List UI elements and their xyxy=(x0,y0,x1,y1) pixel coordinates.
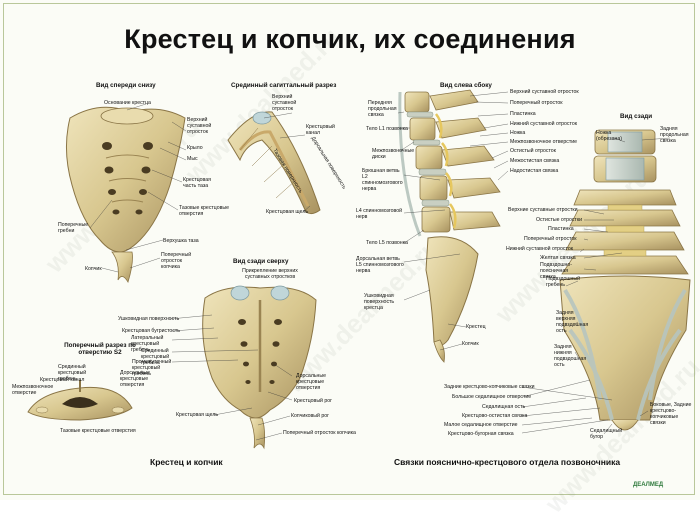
back-label-tuberosity: Крестцовая бугристость xyxy=(122,328,180,334)
rear-label-ischial-tub: Седалищный бугор xyxy=(590,428,623,440)
left-label-lamina: Пластинка xyxy=(510,111,536,117)
rear-label-ischial-spine: Седалищная ость xyxy=(482,404,526,410)
poster-title: Крестец и копчик, их соединения xyxy=(124,24,576,54)
label-apex: Верхушка таза xyxy=(163,238,199,244)
rear-label-lesser-sciatic: Малое седалищное отверстие xyxy=(444,422,518,428)
sacrum-front-illustration xyxy=(65,106,186,283)
label-base: Основание крестца xyxy=(104,100,151,106)
rear-label-yellow: Желтая связка xyxy=(540,255,576,261)
left-view-heading: Вид слева сбоку xyxy=(440,82,492,89)
label-coccyx: Копчик xyxy=(85,266,102,272)
rear-label-iliac-crest: Подвздошный гребень xyxy=(546,276,581,288)
left-label-coccyx: Копчик xyxy=(462,341,479,347)
back-label-intermediate-crest: Промежуточный крестцовый гребень xyxy=(132,359,172,377)
rear-label-post-sacrococcygeal: Задние крестцово-копчиковые связки xyxy=(444,384,535,390)
back-label-coccyx-process: Поперечный отросток копчика xyxy=(283,430,356,436)
rear-label-post-lig: Задняя продольная связка xyxy=(660,126,689,144)
left-label-spinous: Остистый отросток xyxy=(510,148,556,154)
left-label-ant-lig: Передняя продольная связка xyxy=(368,100,397,118)
left-label-inf-process: Нижний суставной отросток xyxy=(510,121,577,127)
cross-label-canal: Крестцовый канал xyxy=(40,377,85,383)
footer-right: Связки пояснично-крестцового отдела позв… xyxy=(394,457,621,467)
left-label-sacrum: Крестец xyxy=(466,324,486,330)
sagittal-section-illustration xyxy=(227,111,321,215)
label-pelvic-part: Крестцовая часть таза xyxy=(183,177,211,189)
leader-lines xyxy=(89,91,671,441)
rear-label-inf-joint: Нижний суставной отросток xyxy=(506,246,573,252)
left-label-discs: Межпозвоночные диски xyxy=(372,148,415,160)
left-label-interspinous: Межостистая связка xyxy=(510,158,560,164)
left-label-supraspinous: Надостистая связка xyxy=(510,168,559,174)
cross-label-pelvic: Тазовые крестцовые отверстия xyxy=(60,428,136,434)
back-label-attachment: Прикрепление верхних суставных отростков xyxy=(242,268,298,280)
left-label-l5: Тело L5 позвонка xyxy=(366,240,408,246)
rear-label-transverse: Поперечный отросток xyxy=(524,236,577,242)
left-label-dorsal-l5: Дорсальная ветвь L5 спинномозгового нерв… xyxy=(356,256,404,274)
sacrum-back-illustration xyxy=(202,285,317,450)
label-transverse-ridges: Поперечные гребни xyxy=(58,222,89,234)
label-coccyx-process: Поперечный отросток копчика xyxy=(161,252,192,270)
cross-label-dorsal: Дорсальные крестцовые отверстия xyxy=(120,370,151,388)
left-label-pedicle: Ножка xyxy=(510,130,526,136)
sag-label-canal: Крестцовый канал xyxy=(306,124,335,136)
anatomy-illustrations xyxy=(27,89,691,450)
left-label-ventral-l2: Брюшная ветвь L2 спинномозгового нерва xyxy=(362,168,403,192)
rear-label-sacrotuberous: Крестцово-бугорная связка xyxy=(448,431,514,437)
back-label-coccyx-horn: Копчиковый рог xyxy=(291,413,330,419)
rear-label-pedicle: Ножка (обрезана) xyxy=(596,130,622,142)
rear-label-sup-processes: Верхние суставные отростки xyxy=(508,207,578,213)
left-label-l4: L4 спинномозговой нерв xyxy=(356,208,403,220)
cross-heading: Поперечный разрез по отверстию S2 xyxy=(64,342,136,356)
rear-label-lateral-sc: Боковые, Задние крестцово-копчиковые свя… xyxy=(650,402,692,426)
left-label-sup-process: Верхний суставной отросток xyxy=(510,89,579,95)
rear-label-sup-spine: Задняя верхняя подвздошная ость xyxy=(556,310,589,334)
rear-label-greater-sciatic: Большое седалищное отверстие xyxy=(452,394,532,400)
sag-label-hiatus: Крестцовая щель xyxy=(266,209,309,215)
back-label-horn: Крестцовый рог xyxy=(294,398,333,404)
rear-label-sacrospinous: Крестцово-остистая связка xyxy=(462,413,528,419)
back-label-median-crest: Срединный крестцовый гребень xyxy=(141,348,170,366)
rear-view-heading: Вид сзади xyxy=(620,113,653,120)
spine-lateral-illustration xyxy=(398,89,501,363)
label-sup-process: Верхний суставной отросток xyxy=(187,117,212,135)
cross-section-illustration xyxy=(27,380,133,421)
left-label-l1: Тело L1 позвонка xyxy=(366,126,408,132)
back-label-hiatus: Крестцовая щель xyxy=(176,412,219,418)
spine-posterior-illustration xyxy=(559,129,691,431)
front-view-heading: Вид спереди снизу xyxy=(96,82,156,89)
label-pelvic-foramina: Тазовые крестцовые отверстия xyxy=(179,205,229,217)
footer-left: Крестец и копчик xyxy=(150,457,223,467)
cross-label-median-crest: Срединный крестцовый гребень xyxy=(58,364,87,382)
label-promontory: Мыс xyxy=(187,156,198,162)
rear-label-inf-spine: Задняя нижняя подвздошная ость xyxy=(554,344,587,368)
back-label-dorsal-foramina: Дорсальные крестцовые отверстия xyxy=(296,373,327,391)
cross-label-intervertebral: Межпозвоночное отверстие xyxy=(12,384,54,396)
publisher-logo: ДЕАЛМЕД xyxy=(633,482,664,488)
rear-label-lamina: Пластинка xyxy=(548,226,574,232)
poster: www.dealmed.ru www.dealmed.ru www.dealme… xyxy=(3,3,700,519)
rear-label-spinous: Остистые отростки xyxy=(536,217,582,223)
rear-label-iliolumbar: Подвздошно-поясничная связка xyxy=(540,262,573,280)
left-label-auricular: Ушковидная поверхность крестца xyxy=(364,293,395,311)
label-wing: Крыло xyxy=(187,145,203,151)
left-label-transverse: Поперечный отросток xyxy=(510,100,563,106)
sag-label-sup-process: Верхний суставной отросток xyxy=(272,94,297,112)
back-view-heading: Вид сзади сверху xyxy=(233,258,289,265)
left-label-foramen: Межпозвоночное отверстие xyxy=(510,139,578,145)
back-label-lateral-crest: Латеральный крестцовый гребень xyxy=(131,335,164,353)
back-label-auricular: Ушковидная поверхность xyxy=(118,316,180,322)
poster-frame xyxy=(3,3,695,495)
sagittal-heading: Срединный сагиттальный разрез xyxy=(231,82,337,89)
